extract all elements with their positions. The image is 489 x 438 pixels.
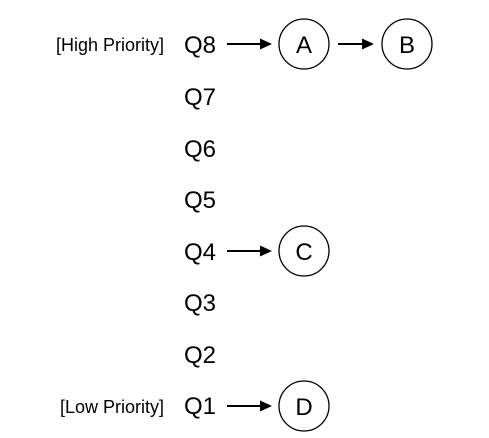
queue-label-q6: Q6 <box>184 136 216 163</box>
queue-label-q3: Q3 <box>184 290 216 317</box>
job-node-d: D <box>278 380 330 432</box>
job-node-c: C <box>278 225 330 277</box>
q4-to-c-arrow <box>227 245 272 257</box>
a-to-b-arrow <box>338 38 374 50</box>
job-node-b: B <box>381 18 433 70</box>
queue-label-q8: Q8 <box>184 32 216 59</box>
q8-to-a-arrow <box>227 38 272 50</box>
queue-label-q1: Q1 <box>184 393 216 420</box>
queue-label-q7: Q7 <box>184 84 216 111</box>
q1-to-d-arrow <box>227 400 272 412</box>
high-priority-label: [High Priority] <box>56 35 164 55</box>
queue-label-q4: Q4 <box>184 239 216 266</box>
job-node-d-label: D <box>295 394 312 421</box>
job-node-a-label: A <box>296 32 312 59</box>
queue-label-q5: Q5 <box>184 187 216 214</box>
job-node-a: A <box>278 18 330 70</box>
queue-label-q2: Q2 <box>184 342 216 369</box>
job-node-b-label: B <box>399 32 415 59</box>
job-node-c-label: C <box>295 239 312 266</box>
low-priority-label: [Low Priority] <box>60 397 164 417</box>
